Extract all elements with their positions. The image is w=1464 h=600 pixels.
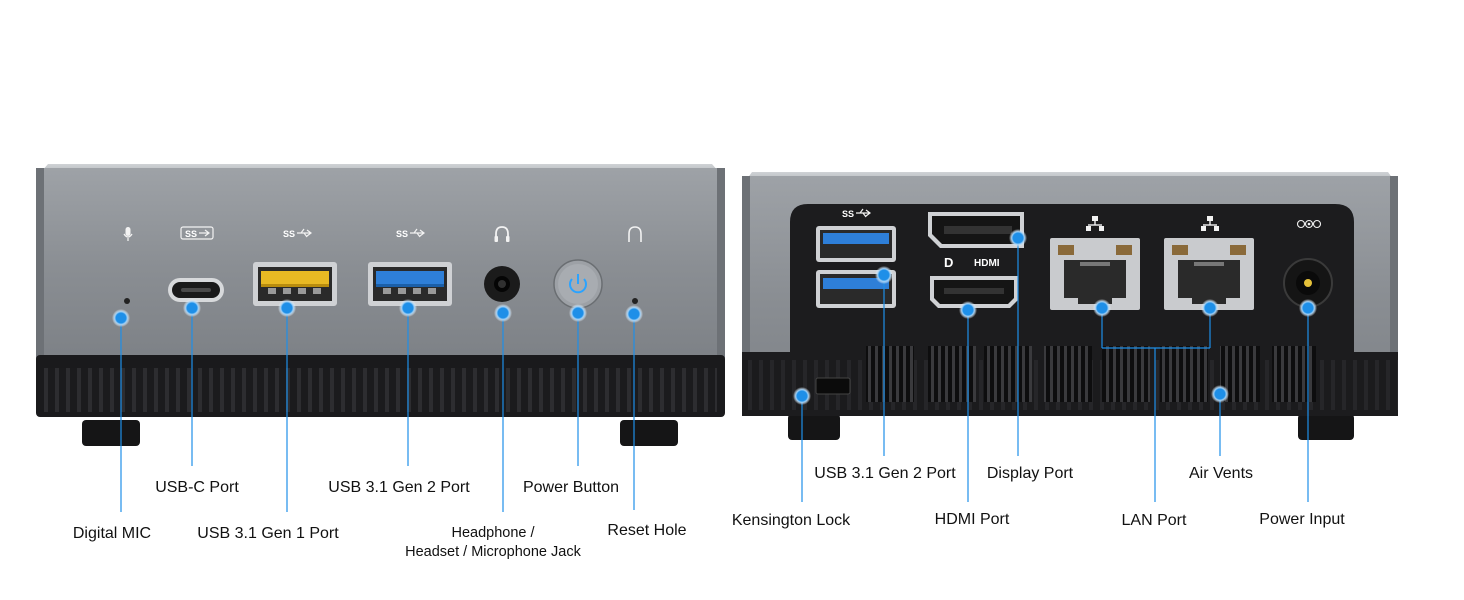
displayport-logo: D	[944, 255, 953, 270]
rear-foot-right	[1298, 414, 1354, 440]
callout-dot-lan-2	[1201, 299, 1219, 317]
rear-labels: Kensington Lock USB 3.1 Gen 2 Port HDMI …	[732, 465, 1345, 529]
reset-hole[interactable]	[632, 298, 638, 304]
ss-usb-icon-gen1: SS	[283, 228, 312, 239]
display-port[interactable]	[928, 212, 1024, 248]
label-kensington-lock: Kensington Lock	[732, 512, 851, 529]
label-lan-port: LAN Port	[1122, 512, 1187, 529]
rear-unit: SS D HDMI	[742, 172, 1398, 440]
ss-usb-icon-rear: SS	[842, 208, 871, 219]
power-icon	[569, 274, 587, 294]
callout-dot-reset	[625, 305, 643, 323]
callout-dot-usb31-gen1	[278, 299, 296, 317]
front-labels: Digital MIC USB-C Port USB 3.1 Gen 1 Por…	[73, 479, 687, 560]
rear-foot-left	[788, 414, 840, 440]
callout-dot-headphone	[494, 304, 512, 322]
label-power-input: Power Input	[1259, 511, 1345, 528]
air-vent-6	[1160, 346, 1208, 402]
label-usb31-gen2-front: USB 3.1 Gen 2 Port	[328, 479, 470, 496]
callout-dot-hdmi	[959, 301, 977, 319]
hdmi-logo: HDMI	[974, 258, 1000, 269]
air-vent-5	[1102, 346, 1150, 402]
headphone-icon	[494, 226, 510, 242]
svg-text:D: D	[944, 255, 953, 270]
callout-dot-usb31-gen2	[399, 299, 417, 317]
callout-dot-digital-mic	[112, 309, 130, 327]
front-foot-left	[82, 420, 140, 446]
svg-text:SS: SS	[283, 229, 295, 239]
digital-mic-hole	[124, 298, 130, 304]
air-vent-1	[866, 346, 914, 402]
callout-dots	[112, 229, 1317, 405]
callout-dot-lan-1	[1093, 299, 1111, 317]
air-vent-3	[984, 346, 1032, 402]
label-air-vents: Air Vents	[1189, 465, 1253, 482]
ss-usb-c-icon: SS	[180, 226, 214, 240]
callout-dot-power-button	[569, 304, 587, 322]
front-unit: SS SS SS	[36, 164, 725, 446]
callout-dot-display-port	[1009, 229, 1027, 247]
callout-dot-usb-c	[183, 299, 201, 317]
front-foot-right	[620, 420, 678, 446]
dc-polarity-icon	[1296, 219, 1322, 229]
power-button[interactable]	[553, 259, 603, 309]
label-display-port: Display Port	[987, 465, 1074, 482]
reset-icon	[628, 226, 642, 242]
headphone-jack[interactable]	[484, 266, 520, 302]
label-usb31-gen1: USB 3.1 Gen 1 Port	[197, 525, 339, 542]
usb-c-port[interactable]	[168, 278, 224, 302]
microphone-icon	[123, 227, 133, 241]
label-reset-hole: Reset Hole	[607, 522, 686, 539]
callout-dot-power-input	[1299, 299, 1317, 317]
callout-dot-kensington	[793, 387, 811, 405]
air-vent-2	[928, 346, 976, 402]
lan-port-2[interactable]	[1164, 238, 1254, 310]
svg-text:SS: SS	[842, 209, 854, 219]
svg-text:SS: SS	[396, 229, 408, 239]
label-headphone-line2: Headset / Microphone Jack	[405, 544, 581, 560]
network-icon-2	[1201, 216, 1219, 231]
usb31-gen2-port-rear-bottom[interactable]	[816, 270, 896, 308]
kensington-lock-slot[interactable]	[815, 377, 851, 395]
usb31-gen1-port[interactable]	[253, 262, 337, 306]
label-headphone-line1: Headphone /	[451, 525, 535, 541]
label-digital-mic: Digital MIC	[73, 525, 151, 542]
callout-dot-air-vents	[1211, 385, 1229, 403]
svg-text:HDMI: HDMI	[974, 258, 1000, 269]
air-vent-8	[1272, 346, 1316, 402]
label-power-button: Power Button	[523, 479, 619, 496]
label-hdmi-port: HDMI Port	[935, 511, 1010, 528]
ss-usb-icon-gen2: SS	[396, 228, 425, 239]
dc-power-jack[interactable]	[1283, 258, 1333, 308]
hdmi-port[interactable]	[930, 276, 1018, 308]
network-icon-1	[1086, 216, 1104, 231]
air-vent-4	[1044, 346, 1092, 402]
label-usb31-gen2-rear: USB 3.1 Gen 2 Port	[814, 465, 956, 482]
usb31-gen2-port-front[interactable]	[368, 262, 452, 306]
callout-dot-rear-usb	[875, 266, 893, 284]
usb31-gen2-port-rear-top[interactable]	[816, 226, 896, 262]
label-usb-c: USB-C Port	[155, 479, 239, 496]
svg-text:SS: SS	[185, 229, 197, 239]
lan-port-1[interactable]	[1050, 238, 1140, 310]
